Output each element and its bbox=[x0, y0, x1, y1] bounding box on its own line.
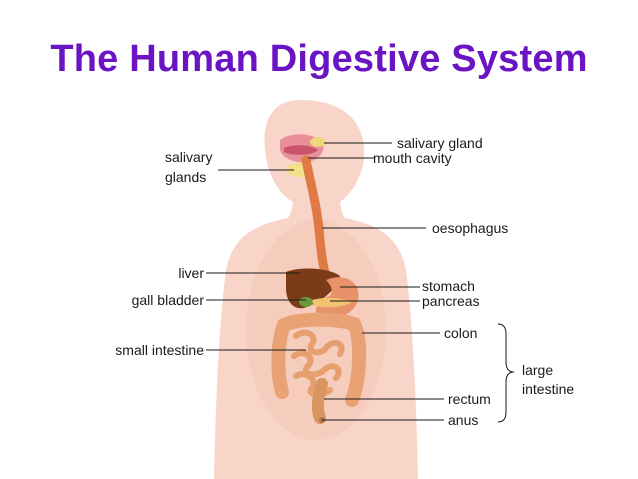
label-anus: anus bbox=[448, 412, 479, 428]
label-colon: colon bbox=[444, 325, 478, 341]
label-salivary-gland: salivary gland bbox=[397, 135, 483, 151]
label-large-intestine-line1: large bbox=[522, 362, 554, 378]
label-oesophagus: oesophagus bbox=[432, 220, 509, 236]
label-small-intestine: small intestine bbox=[115, 342, 204, 358]
page-title: The Human Digestive System bbox=[50, 38, 588, 80]
label-rectum: rectum bbox=[448, 391, 491, 407]
label-large-intestine-line2: intestine bbox=[522, 381, 575, 397]
label-salivary-glands-line1: salivary bbox=[165, 149, 213, 165]
label-pancreas: pancreas bbox=[422, 293, 480, 309]
leader-lines bbox=[206, 142, 515, 423]
colon-organ bbox=[271, 312, 367, 407]
label-gall-bladder: gall bladder bbox=[131, 292, 204, 308]
gall-bladder-organ bbox=[299, 297, 313, 307]
liver-organ bbox=[286, 268, 340, 309]
label-salivary-glands-line2: glands bbox=[165, 169, 207, 185]
label-mouth-cavity: mouth cavity bbox=[373, 150, 452, 166]
large-intestine-brace bbox=[497, 323, 515, 423]
label-liver: liver bbox=[178, 265, 204, 281]
label-stomach: stomach bbox=[422, 278, 475, 294]
pancreas-organ bbox=[312, 297, 352, 308]
rectum-organ bbox=[311, 378, 328, 424]
